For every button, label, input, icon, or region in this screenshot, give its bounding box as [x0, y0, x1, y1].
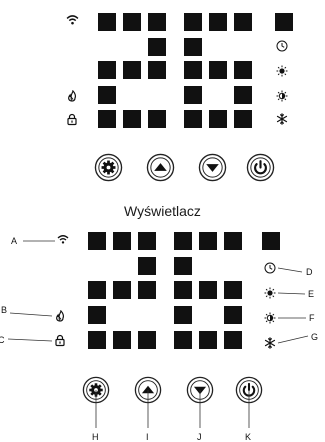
top-status-square: [275, 13, 293, 31]
flame-icon: [68, 90, 76, 102]
callout-line-g: [277, 335, 309, 344]
callout-label-f: F: [309, 313, 315, 323]
callout-letters: A B C D E F G H I J K: [0, 236, 318, 442]
callout-label-k: K: [245, 432, 251, 442]
bottom-digit-two: [88, 232, 156, 349]
callout-line-b: [9, 312, 53, 317]
settings-button[interactable]: [94, 153, 123, 182]
down-button[interactable]: [198, 153, 227, 182]
flame-icon: [56, 310, 64, 322]
callout-label-i: I: [146, 432, 149, 442]
up-button[interactable]: [146, 153, 175, 182]
callout-label-h: H: [92, 432, 99, 442]
callout-label-d: D: [306, 267, 313, 277]
lock-icon: [55, 334, 65, 347]
callout-label-b: B: [1, 305, 7, 315]
callout-line-c: [7, 338, 53, 342]
clock-icon: [264, 262, 276, 274]
callout-label-c: C: [0, 335, 5, 345]
top-digit-six: [184, 13, 252, 128]
lock-icon: [67, 113, 77, 126]
top-display: [66, 13, 293, 182]
top-digit-two: [98, 13, 166, 128]
wifi-icon: [66, 15, 79, 25]
power-button[interactable]: [246, 153, 275, 182]
callout-line-d: [277, 267, 303, 273]
callout-line-e: [277, 292, 306, 295]
callout-label-j: J: [197, 432, 202, 442]
sun-icon: [264, 287, 276, 299]
callout-label-e: E: [308, 289, 314, 299]
bottom-display: [55, 232, 280, 404]
bottom-digit-six: [174, 232, 242, 349]
figure-caption: Wyświetlacz: [124, 203, 201, 219]
callout-label-g: G: [311, 332, 318, 342]
snowflake-icon: [264, 337, 276, 349]
callout-label-a: A: [11, 236, 17, 246]
half-sun-icon: [276, 90, 288, 102]
bottom-status-square: [262, 232, 280, 250]
snowflake-icon: [276, 113, 288, 125]
clock-icon: [276, 40, 288, 52]
sun-icon: [276, 65, 288, 77]
callout-lines: [7, 240, 309, 428]
half-sun-icon: [264, 312, 276, 324]
wifi-icon: [57, 235, 69, 244]
